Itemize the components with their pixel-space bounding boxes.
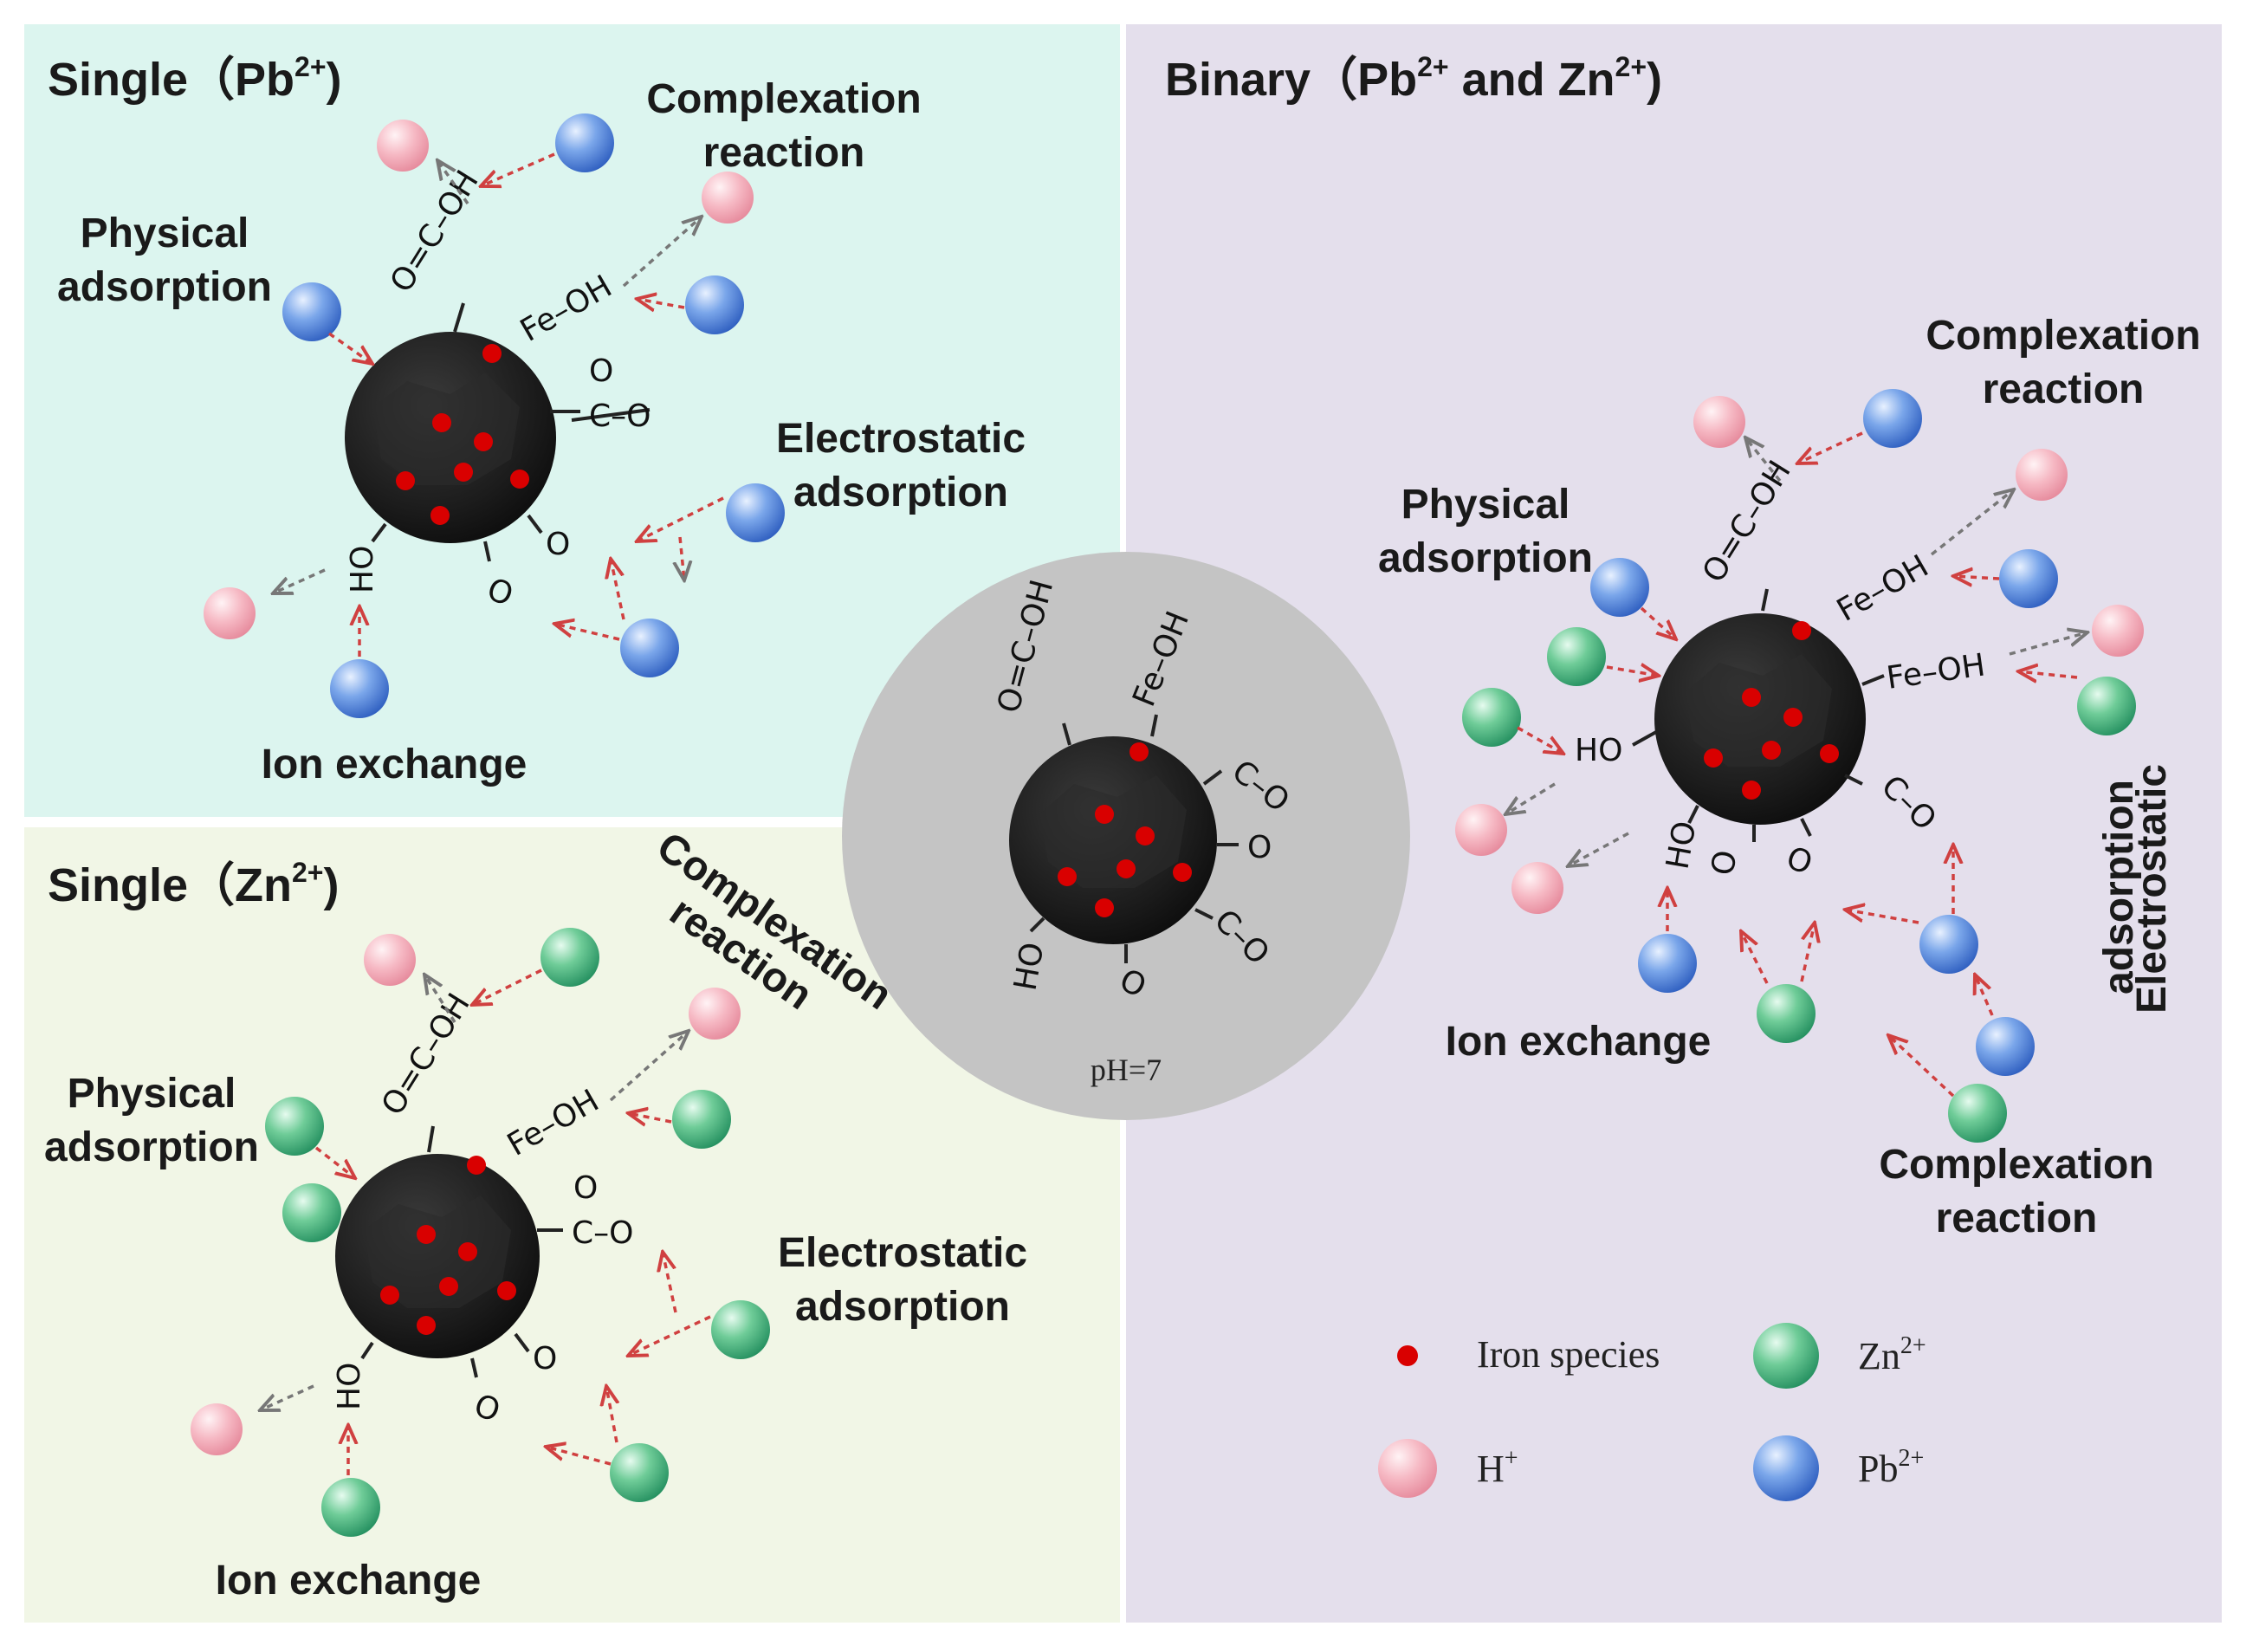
legend-iron-swatch — [1397, 1345, 1418, 1366]
hydroxyl-group: HO — [345, 546, 380, 593]
zn-ion — [321, 1478, 380, 1537]
zn-ion — [265, 1097, 324, 1156]
label-physical-2: adsorption — [44, 1124, 259, 1170]
label-ion-exchange: Ion exchange — [262, 742, 528, 787]
zn-ion — [711, 1300, 770, 1359]
functional-group-bonds — [371, 302, 650, 562]
zn-ion — [672, 1090, 731, 1149]
single-pb-group: O=C–OH Fe–OH C–O O O O HO — [57, 76, 1026, 787]
ester-o-top: O — [573, 1170, 598, 1206]
zn-ion — [282, 1183, 341, 1242]
label-electrostatic-2: adsorption — [795, 1284, 1010, 1330]
legend-iron-label: Iron species — [1477, 1333, 1660, 1376]
zn-ion — [1948, 1084, 2007, 1143]
legend: Iron species Zn2+ H+ Pb2+ — [1378, 1323, 1926, 1501]
h-ion — [1693, 396, 1745, 448]
h-ion — [2016, 449, 2068, 501]
zn-ion — [1547, 627, 1606, 686]
legend-pb-swatch — [1753, 1435, 1819, 1501]
title-single-zn: Single（Zn2+) — [48, 857, 339, 911]
pb-ion — [726, 483, 785, 542]
pb-ion — [1999, 549, 2058, 608]
zn-ion — [610, 1443, 669, 1502]
label-physical-2: adsorption — [57, 264, 272, 310]
label-complexation: Complexation — [646, 76, 921, 122]
zn-ion — [2077, 677, 2136, 735]
label-complexation-bottom-2: reaction — [1936, 1195, 2098, 1241]
ether-group-1: O — [533, 1341, 557, 1377]
pb-ion — [555, 113, 614, 172]
iron-species-dots — [1704, 621, 1839, 800]
legend-pb-label: Pb2+ — [1858, 1445, 1924, 1490]
h-ion — [2092, 605, 2144, 657]
functional-group-bonds — [1029, 714, 1239, 963]
label-complexation-2: reaction — [1983, 366, 2145, 412]
pb-ion — [282, 282, 341, 341]
particle-texture — [1039, 775, 1187, 888]
h-ion — [204, 587, 256, 639]
pb-ion — [330, 659, 389, 718]
particle-texture — [1685, 654, 1832, 767]
ether-group-2: O — [1705, 848, 1744, 878]
ether-group-1: O — [1247, 830, 1272, 865]
center-adsorbent: O=C–OH Fe–OH C–O O C–O O HO pH=7 — [842, 552, 1410, 1120]
h-ion — [191, 1403, 243, 1455]
ester-group: C–O — [589, 398, 650, 434]
h-ion — [689, 988, 741, 1040]
h-ion — [377, 120, 429, 172]
zn-ion — [540, 928, 599, 987]
title-binary: Binary（Pb2+ and Zn2+) — [1165, 51, 1662, 106]
label-electrostatic-2: adsorption — [793, 470, 1008, 515]
label-complexation-2: reaction — [703, 130, 865, 176]
iron-species-dots — [1058, 742, 1192, 917]
h-ion — [702, 172, 754, 224]
h-ion — [1511, 862, 1563, 914]
label-electrostatic: Electrostatic — [776, 416, 1026, 462]
h-ion — [364, 934, 416, 986]
pb-ion — [1638, 934, 1697, 993]
pb-ion — [620, 619, 679, 677]
label-electrostatic-2: adsorption — [2096, 780, 2142, 994]
label-physical: Physical — [1401, 482, 1570, 528]
label-electrostatic: Electrostatic — [2129, 764, 2175, 1014]
particle-texture — [364, 1195, 511, 1308]
pb-ion — [685, 275, 744, 334]
hydroxyl-group: HO — [1575, 733, 1622, 768]
zn-ion — [1462, 688, 1521, 747]
functional-group-bonds — [360, 1125, 563, 1378]
functional-group-bonds — [1632, 588, 1885, 842]
hydroxyl-group: HO — [1007, 940, 1051, 994]
zn-ion — [1757, 984, 1816, 1043]
label-ion-exchange: Ion exchange — [216, 1558, 482, 1603]
iron-species-dots — [380, 1156, 516, 1335]
ester-group: C–O — [572, 1215, 633, 1251]
h-ion — [1455, 804, 1507, 856]
ester-o-top: O — [589, 353, 613, 389]
label-physical: Physical — [81, 211, 249, 256]
label-physical: Physical — [68, 1071, 236, 1117]
title-single-pb: Single（Pb2+) — [48, 51, 342, 106]
iron-species-dots — [396, 344, 529, 525]
ph-label: pH=7 — [1091, 1053, 1162, 1087]
label-ion-exchange: Ion exchange — [1446, 1019, 1712, 1065]
label-complexation: Complexation — [1926, 313, 2200, 359]
hydroxyl-group: HO — [332, 1363, 367, 1410]
hydroxyl-group: HO — [1660, 819, 1703, 872]
pb-ion — [1976, 1017, 2035, 1076]
legend-zn-label: Zn2+ — [1858, 1332, 1926, 1377]
legend-zn-swatch — [1753, 1323, 1819, 1389]
pb-ion — [1590, 558, 1649, 617]
label-physical-2: adsorption — [1378, 535, 1593, 581]
ether-group-1: O — [546, 527, 570, 562]
legend-h-label: H+ — [1477, 1445, 1518, 1490]
pb-ion — [1863, 389, 1922, 448]
label-electrostatic: Electrostatic — [778, 1230, 1027, 1276]
pb-ion — [1919, 915, 1978, 974]
legend-h-swatch — [1378, 1439, 1437, 1498]
label-complexation-bottom: Complexation — [1879, 1142, 2153, 1188]
